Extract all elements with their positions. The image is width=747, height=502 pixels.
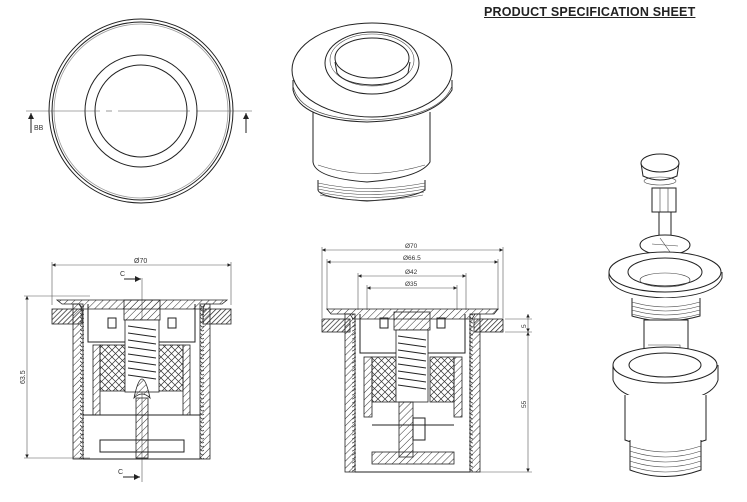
seal-left — [99, 344, 126, 392]
sleeve-left — [92, 344, 101, 416]
exploded-view — [608, 153, 723, 477]
plunger-stem — [135, 397, 149, 459]
section-label-c-top: C — [120, 271, 125, 278]
lower-cylinder — [624, 395, 707, 448]
section-view-b: Ø70 Ø66.5 Ø42 Ø35 5 55 — [321, 243, 532, 473]
lower-flange-top — [612, 346, 718, 384]
sleeve-right — [453, 356, 463, 418]
plunger-slot — [412, 417, 426, 441]
thread-left — [352, 314, 356, 472]
dim-height-label: 63.5 — [20, 370, 27, 384]
sleeve-left — [363, 356, 373, 418]
dim-label-55: 55 — [521, 400, 528, 408]
flange-inner — [639, 272, 691, 288]
body-cylinder — [312, 112, 431, 183]
thread-right — [469, 314, 473, 472]
seal-right — [157, 344, 184, 392]
dim-label-35: Ø35 — [405, 281, 418, 288]
threads — [317, 182, 426, 201]
lower-threads — [629, 445, 702, 473]
spring — [127, 325, 157, 380]
spider-arms — [651, 237, 679, 253]
button-cap — [334, 37, 410, 79]
flange-top — [608, 251, 722, 293]
dim-label-70: Ø70 — [405, 243, 418, 250]
clip-left — [107, 317, 117, 329]
dim-label-66-5: Ø66.5 — [403, 255, 421, 262]
thread-left — [80, 304, 84, 459]
dim-diameter-label: Ø70 — [134, 258, 147, 265]
flange-edge — [292, 85, 453, 121]
lower-opening — [628, 352, 702, 378]
button-head — [393, 311, 431, 331]
plunger-stem — [398, 401, 414, 458]
body-threads — [631, 301, 701, 320]
seal-right — [429, 356, 455, 403]
body-step — [317, 164, 426, 174]
cap-top — [640, 153, 680, 173]
thread-right — [200, 304, 204, 459]
section-label-c-bottom: C — [118, 469, 123, 476]
sleeve-right — [182, 344, 191, 416]
base-bar — [371, 451, 455, 465]
button-recess — [324, 31, 420, 95]
flange-opening — [627, 257, 703, 287]
plunger-head — [133, 378, 151, 400]
sheet-title: PRODUCT SPECIFICATION SHEET — [484, 5, 696, 19]
dim-label-5: 5 — [521, 324, 528, 328]
top-view: BB — [26, 18, 252, 204]
button-recess-inner — [329, 33, 415, 87]
seal-left — [371, 356, 397, 403]
spring — [397, 335, 427, 390]
clip-left — [379, 317, 389, 329]
lower-thread-body — [629, 440, 702, 477]
threaded-body — [631, 298, 701, 322]
clip-right — [167, 317, 177, 329]
cap-ring — [643, 176, 677, 186]
base-bar — [99, 439, 185, 453]
clip-right — [436, 317, 446, 329]
section-view-c: Ø70 63.5 C C — [20, 258, 232, 482]
dim-label-42: Ø42 — [405, 269, 418, 276]
isometric-view — [291, 22, 453, 202]
cartridge — [651, 187, 677, 213]
button-head — [123, 299, 161, 321]
section-label-bb: BB — [34, 125, 44, 132]
